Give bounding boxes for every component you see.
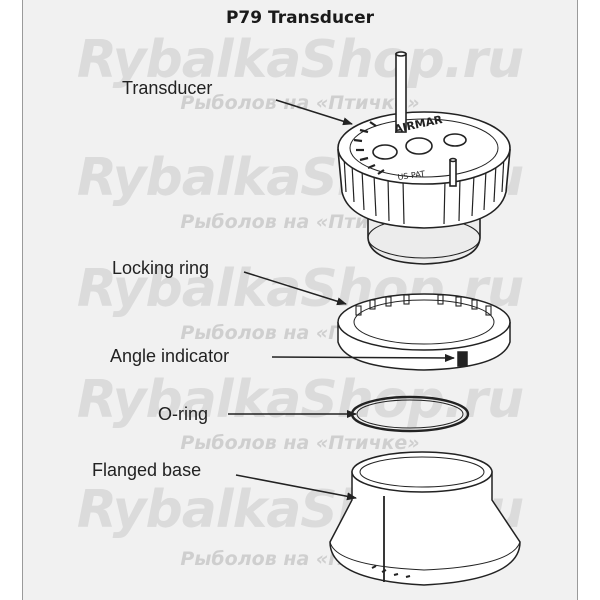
transducer-part [337, 51, 511, 265]
label-locking-ring: Locking ring [112, 258, 210, 278]
arrow-locking-ring [243, 271, 347, 306]
diagram-title: P79 Transducer [225, 8, 375, 28]
o-ring-part [350, 395, 470, 433]
arrow-transducer [275, 99, 353, 126]
arrow-angle-indicator [271, 353, 455, 362]
patent-marking: US PAT [397, 169, 426, 182]
label-angle-indicator: Angle indicator [110, 346, 230, 366]
locking-ring-part [337, 293, 511, 371]
flanged-base-part [329, 451, 521, 586]
leader-arrows [228, 99, 455, 501]
label-o-ring: O-ring [158, 404, 209, 424]
label-transducer: Transducer [122, 78, 213, 98]
label-flanged-base: Flanged base [92, 460, 202, 480]
arrow-flanged-base [235, 474, 357, 501]
